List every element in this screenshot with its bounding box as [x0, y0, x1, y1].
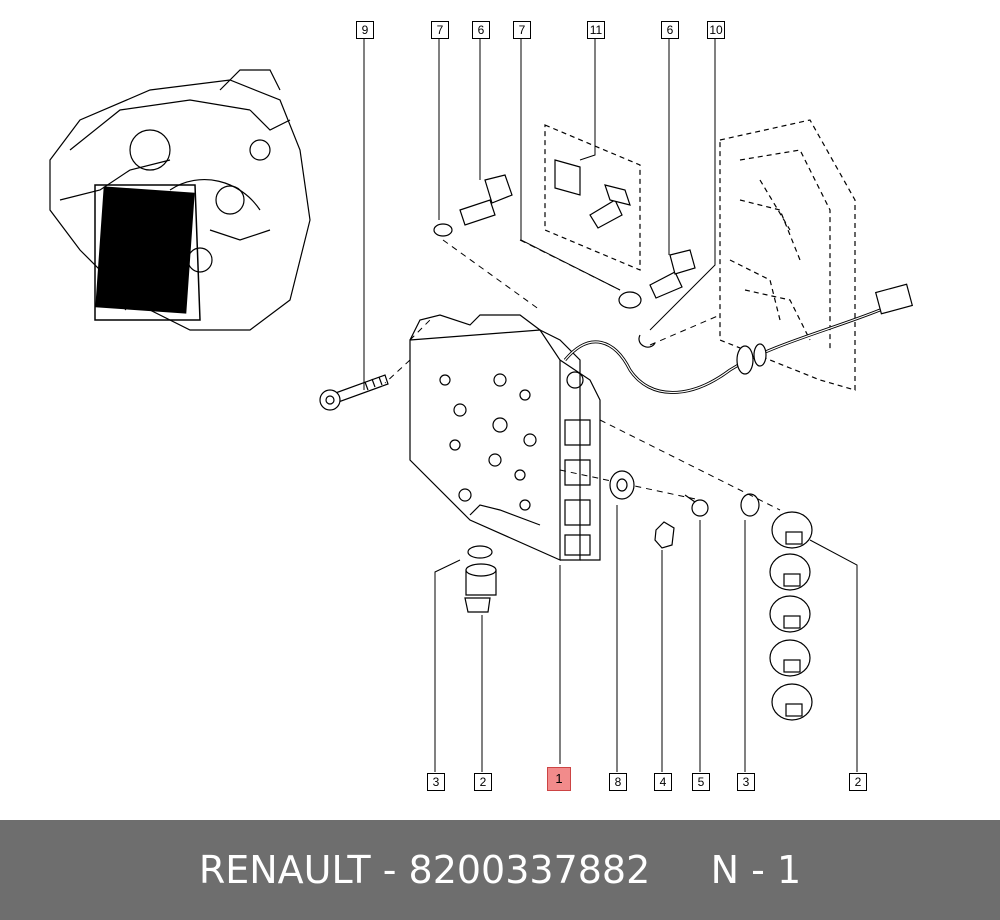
part-number-label: RENAULT - 8200337882 N - 1: [198, 848, 802, 892]
sensor-kit: [554, 159, 631, 229]
callout-1-highlighted: 1: [547, 767, 571, 791]
o-ring-part: [740, 493, 760, 517]
callout-10: 10: [707, 21, 725, 39]
callout-9: 9: [356, 21, 374, 39]
screw-part: [684, 494, 709, 517]
plug-part: [609, 470, 635, 500]
speed-sensor-upper: [433, 174, 513, 237]
valve-body: [409, 314, 601, 561]
nut-part: [654, 521, 675, 549]
callout-2-left: 2: [474, 773, 492, 791]
bolt-part: [319, 374, 389, 411]
solenoid-left: [464, 545, 497, 613]
callout-8: 8: [609, 773, 627, 791]
callout-3-right: 3: [737, 773, 755, 791]
housing-outline: [719, 119, 856, 391]
callout-11: 11: [587, 21, 605, 39]
callout-leaders: [363, 38, 858, 772]
sensor-kit-box: [544, 124, 641, 271]
callout-2-right: 2: [849, 773, 867, 791]
speed-sensor-lower: [618, 249, 696, 348]
solenoid-stack: [769, 511, 813, 721]
callout-6-upper: 6: [472, 21, 490, 39]
wiring-harness: [563, 283, 914, 394]
callout-6-second: 6: [661, 21, 679, 39]
callout-4: 4: [654, 773, 672, 791]
callout-3-left: 3: [427, 773, 445, 791]
callout-7-upper: 7: [431, 21, 449, 39]
callout-5: 5: [692, 773, 710, 791]
gearbox-illustration: [49, 69, 311, 331]
callout-7-second: 7: [513, 21, 531, 39]
parts-diagram: [49, 38, 914, 772]
footer-bar: RENAULT - 8200337882 N - 1: [0, 820, 1000, 920]
